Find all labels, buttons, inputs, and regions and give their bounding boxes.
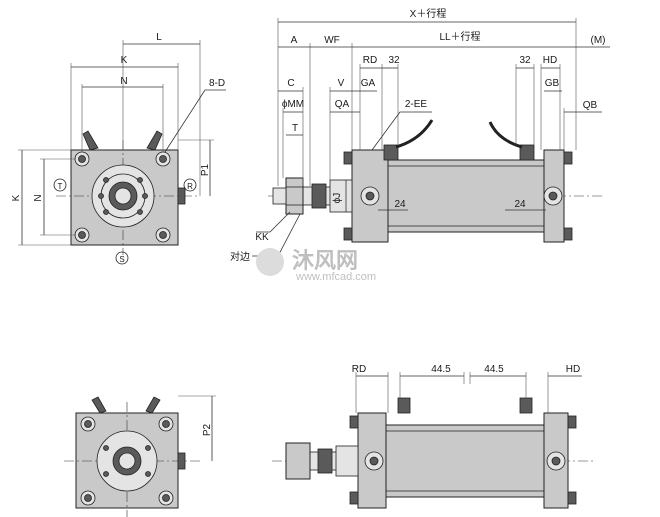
dim-QB: QB bbox=[583, 100, 598, 111]
dim-phiJ: ϕJ bbox=[332, 193, 343, 204]
dim-HD: HD bbox=[543, 55, 557, 66]
dim-A: A bbox=[291, 35, 298, 46]
lower-cylinder-tube bbox=[385, 424, 545, 498]
watermark-url: www.mfcad.com bbox=[295, 271, 376, 283]
dim-RD-lower: RD bbox=[352, 364, 366, 375]
lower-front-view: P2 bbox=[64, 395, 216, 517]
dim-N-side: N bbox=[33, 194, 44, 201]
dim-GA: GA bbox=[361, 78, 376, 89]
dim-24-left: 24 bbox=[394, 199, 406, 210]
dim-GB: GB bbox=[545, 78, 560, 89]
front-view: L K N 8-D P1 K N T R S bbox=[11, 32, 226, 265]
mark-R: R bbox=[187, 182, 193, 191]
dim-P1: P1 bbox=[200, 163, 211, 176]
dim-HD-lower: HD bbox=[566, 364, 580, 375]
dim-K-side: K bbox=[11, 194, 22, 201]
dim-N: N bbox=[120, 76, 127, 87]
side-view: X＋行程 A WF LL＋行程 (M) C V RD 32 GA bbox=[230, 7, 610, 263]
mark-S: S bbox=[119, 255, 124, 264]
dim-M: (M) bbox=[591, 35, 606, 46]
dim-V: V bbox=[338, 78, 345, 89]
dim-L: L bbox=[156, 32, 162, 43]
dim-P2: P2 bbox=[202, 423, 213, 436]
label-across-flats: 对边 bbox=[230, 250, 250, 263]
label-2-EE: 2-EE bbox=[405, 99, 428, 110]
dim-phiMM: ϕMM bbox=[282, 99, 304, 110]
dim-44-5-left: 44.5 bbox=[431, 364, 451, 375]
dim-32-left: 32 bbox=[388, 55, 400, 66]
watermark: 沐风网 www.mfcad.com bbox=[256, 248, 376, 283]
lower-side-view: RD 44.5 44.5 HD bbox=[272, 364, 596, 509]
dim-K: K bbox=[121, 55, 128, 66]
mark-T: T bbox=[58, 182, 63, 191]
dim-RD: RD bbox=[363, 55, 377, 66]
dim-24-right: 24 bbox=[514, 199, 526, 210]
dim-WF: WF bbox=[324, 35, 340, 46]
dim-QA: QA bbox=[335, 99, 350, 110]
dim-44-5-right: 44.5 bbox=[484, 364, 504, 375]
dim-LL-stroke: LL＋行程 bbox=[439, 30, 480, 43]
watermark-cn: 沐风网 bbox=[292, 248, 358, 273]
label-KK: KK bbox=[255, 232, 269, 243]
dim-C: C bbox=[287, 78, 294, 89]
label-8-D: 8-D bbox=[209, 78, 225, 89]
cylinder-tube bbox=[387, 159, 545, 233]
dim-X-stroke: X＋行程 bbox=[410, 7, 447, 20]
dim-T: T bbox=[292, 123, 298, 134]
dim-32-right: 32 bbox=[519, 55, 531, 66]
